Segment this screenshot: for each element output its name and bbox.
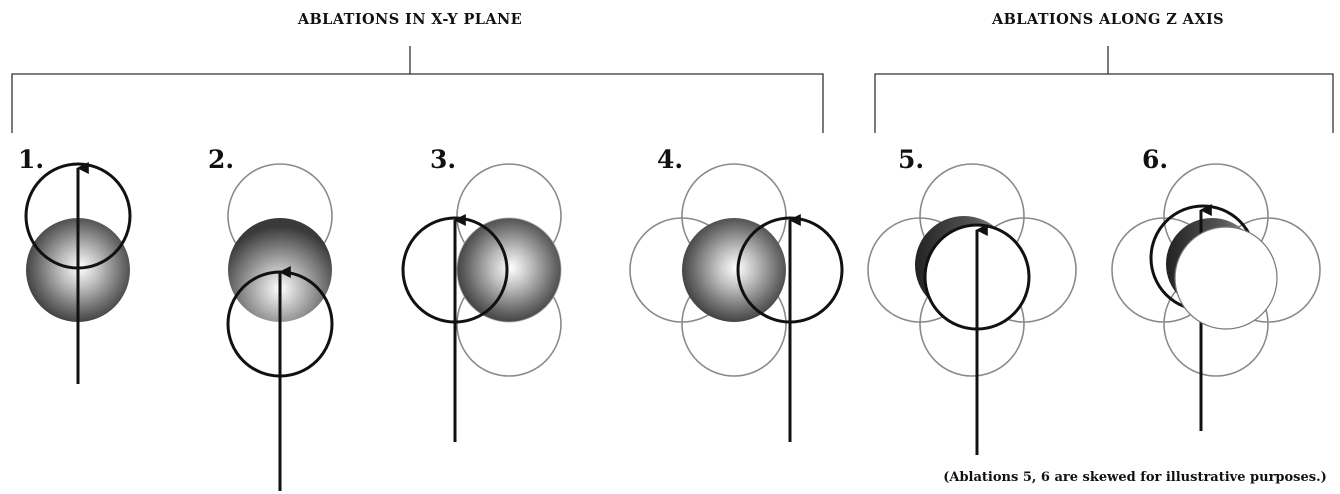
panel-3-label: 3.: [430, 145, 456, 174]
panel-4-ablation: [629, 163, 844, 442]
header-xy-plane: ABLATIONS IN X-Y PLANE: [297, 11, 522, 28]
panel-4-label: 4.: [657, 145, 683, 174]
footnote: (Ablations 5, 6 are skewed for illustrat…: [943, 470, 1327, 485]
bracket-z-axis: [874, 46, 1334, 133]
ablation-zone-circle: [1174, 226, 1278, 330]
bracket-xy-plane: [11, 46, 824, 133]
panel-2-ablation: [226, 163, 334, 491]
prior-ablation-overlap: [456, 217, 562, 323]
panel-5-label: 5.: [898, 145, 924, 174]
panel-3-ablation: [401, 163, 562, 442]
panel-1-label: 1.: [18, 145, 44, 174]
panel-2-label: 2.: [208, 145, 234, 174]
tumor-sphere: [682, 218, 786, 322]
panel-6-label: 6.: [1142, 145, 1168, 174]
panel-5-ablation: [867, 163, 1077, 455]
tumor-sphere: [457, 218, 561, 322]
panel-6-ablation: [1111, 163, 1321, 431]
header-z-axis: ABLATIONS ALONG Z AXIS: [991, 11, 1224, 28]
panel-1-ablation: [24, 162, 132, 384]
